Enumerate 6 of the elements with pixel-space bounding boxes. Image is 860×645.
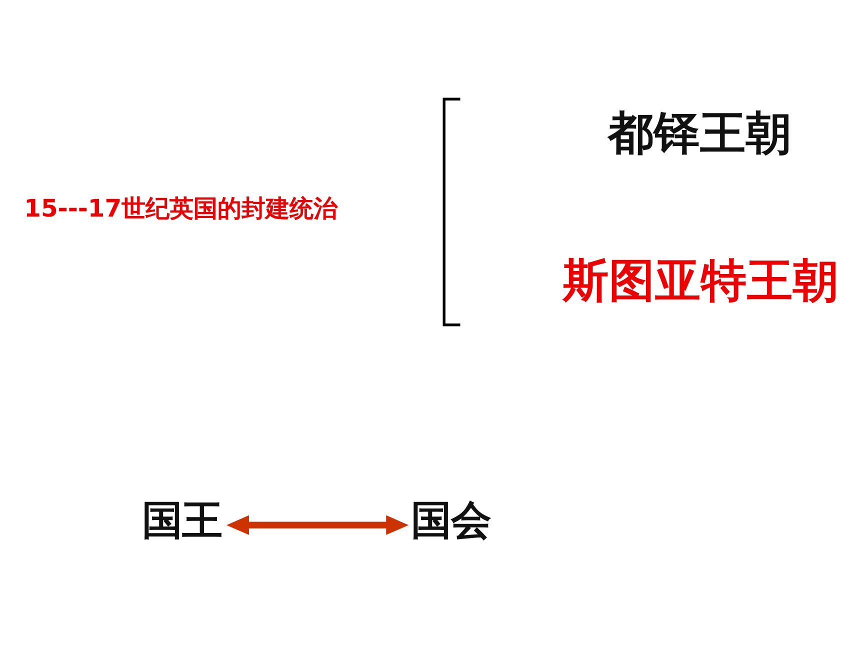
arrow [226,515,409,535]
label: 15---17世纪英国的封建统治 [24,194,338,223]
label: 斯图亚特王朝 [563,254,840,308]
label: 都铎王朝 [608,106,792,160]
node-text: 国会 [411,496,492,544]
node-text: 国王 [142,496,222,544]
